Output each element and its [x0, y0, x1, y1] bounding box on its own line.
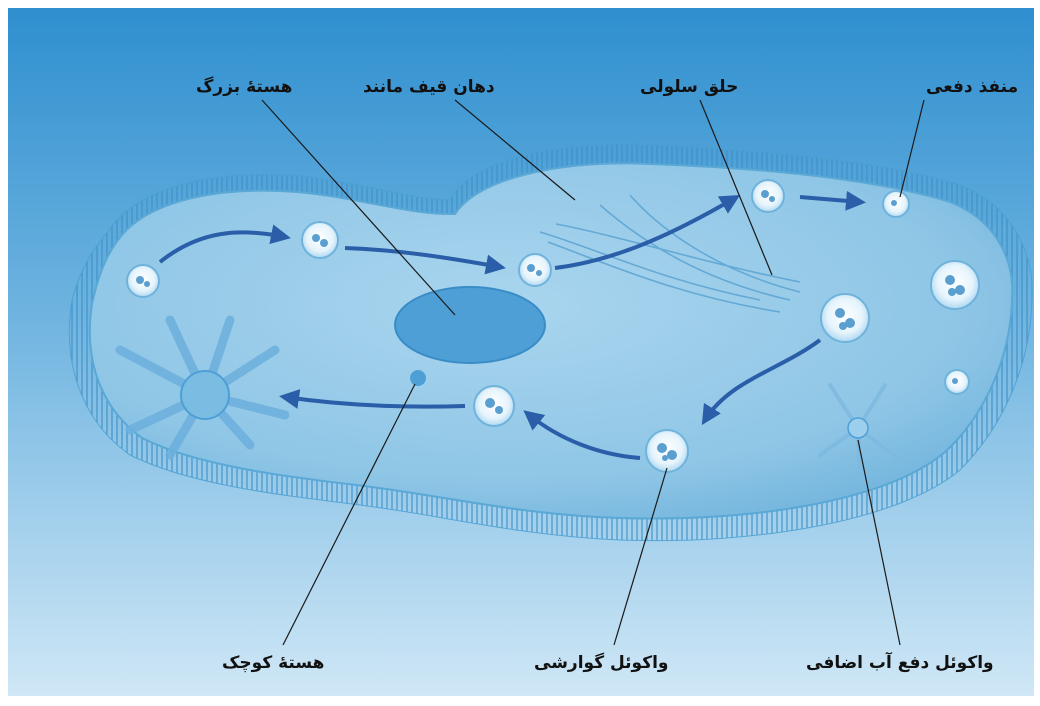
label-macronucleus: هستۀ بزرگ [196, 76, 292, 98]
food-vacuole [931, 261, 979, 309]
food-vacuole [821, 294, 869, 342]
cell-body [90, 163, 1012, 518]
food-vacuole [302, 222, 338, 258]
micronucleus [410, 370, 426, 386]
label-micronucleus: هستۀ کوچک [222, 652, 324, 674]
label-contractile-vacuole: واکوئل دفع آب اضافی [806, 652, 994, 674]
label-anal-pore: منفذ دفعی [926, 76, 1018, 98]
contractile-vacuole-right [848, 418, 868, 438]
label-gullet: حلق سلولی [640, 76, 738, 98]
contractile-vacuole-left [181, 371, 229, 419]
macronucleus [395, 287, 545, 363]
food-vacuole [646, 430, 688, 472]
label-food-vacuole: واکوئل گوارشی [534, 652, 669, 674]
label-oral-groove: دهان قیف مانند [363, 76, 495, 98]
food-vacuole [519, 254, 551, 286]
